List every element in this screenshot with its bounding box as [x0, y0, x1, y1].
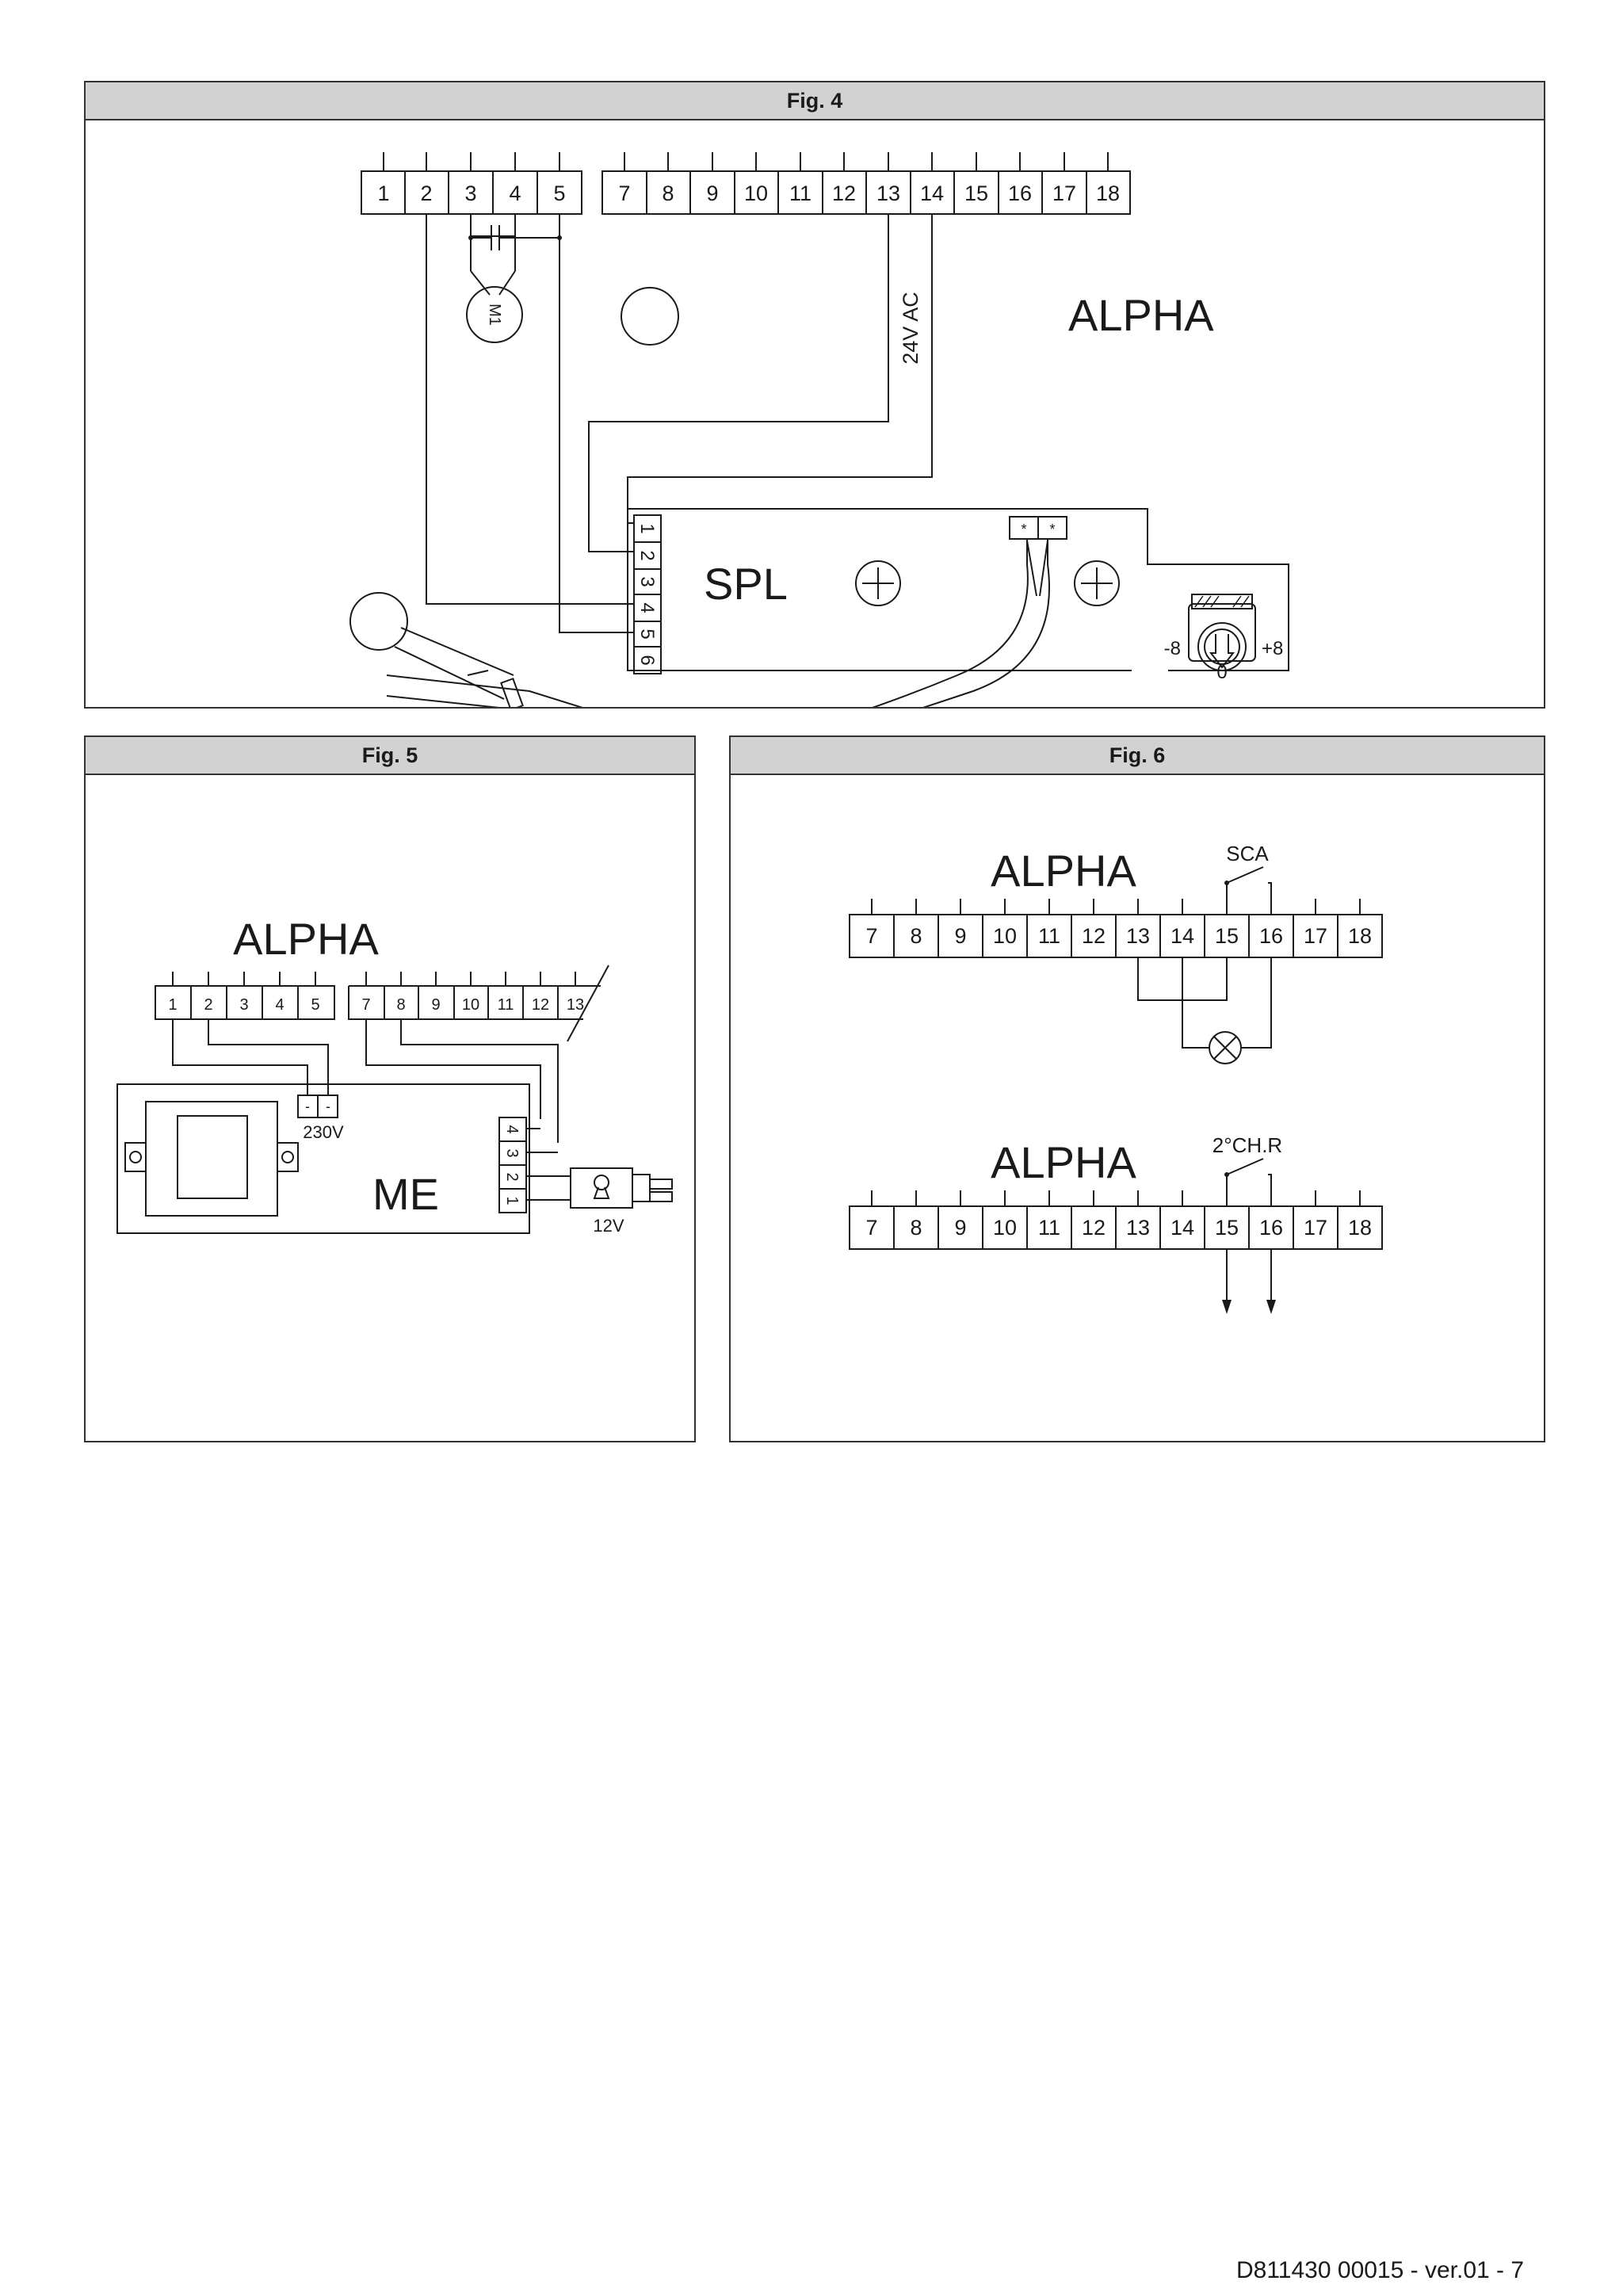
fig4-terminal-right: 16: [1008, 181, 1032, 205]
svg-text:-: -: [305, 1098, 310, 1114]
figure-5-title: Fig. 5: [86, 737, 694, 775]
fig5-me-terminal: 3: [503, 1148, 521, 1157]
fig5-terminal-left: 3: [239, 996, 248, 1014]
fig4-terminal-right: 10: [744, 181, 768, 205]
fig5-me-terminal: 2: [503, 1172, 521, 1181]
fig6-bottom-terminal: 10: [993, 1216, 1017, 1240]
fig4-spl-terminal: 3: [636, 576, 658, 586]
fig5-me-terminal: 1: [503, 1196, 521, 1205]
figure-6-title: Fig. 6: [731, 737, 1544, 775]
fig4-module-label: SPL: [704, 559, 788, 609]
figure-4-panel: Fig. 4: [84, 81, 1545, 709]
fig6-top-terminal: 13: [1126, 924, 1150, 948]
fig6-bottom-terminal: 14: [1170, 1216, 1194, 1240]
fig6-bottom-terminal: 9: [954, 1216, 966, 1240]
fig6-bottom-terminal: 11: [1038, 1216, 1060, 1240]
fig4-spl-terminal: 6: [636, 655, 658, 665]
fig4-terminal-left: 5: [553, 181, 565, 205]
fig4-terminal-right: 15: [964, 181, 988, 205]
fig6-top-terminal: 17: [1304, 924, 1327, 948]
figure-5-panel: Fig. 5: [84, 735, 696, 1442]
fig4-voltage-label: 24V AC: [899, 292, 922, 365]
fig6-top-terminal: 7: [865, 924, 877, 948]
fig5-terminal-right: 9: [431, 996, 440, 1014]
fig6-bottom-terminal: 8: [910, 1216, 922, 1240]
fig4-terminal-left: 1: [377, 181, 389, 205]
fig4-terminal-right: 14: [920, 181, 944, 205]
fig6-top-terminal: 12: [1082, 924, 1106, 948]
fig6-bottom-board-label: ALPHA: [991, 1137, 1136, 1187]
fig4-terminal-right: 12: [832, 181, 856, 205]
fig6-bottom-terminal: 15: [1215, 1216, 1239, 1240]
fig4-spl-terminal: 5: [636, 628, 658, 639]
fig5-terminal-right: 11: [498, 996, 514, 1014]
fig6-top-terminal: 18: [1348, 924, 1372, 948]
fig6-top-terminal: 14: [1170, 924, 1194, 948]
fig6-bottom-terminal: 17: [1304, 1216, 1327, 1240]
fig6-bottom-terminal: 18: [1348, 1216, 1372, 1240]
fig4-terminal-right: 18: [1096, 181, 1120, 205]
fig4-spl-terminal: 2: [636, 550, 658, 560]
fig4-pot-max-label: +8: [1262, 638, 1283, 659]
fig5-terminal-right: 10: [462, 996, 479, 1014]
fig6-bottom-terminal: 7: [865, 1216, 877, 1240]
fig5-module-label: ME: [372, 1169, 439, 1219]
fig6-top-contact-label: SCA: [1226, 842, 1269, 865]
fig5-terminal-right: 13: [567, 996, 584, 1014]
fig5-terminal-right: 8: [396, 996, 405, 1014]
fig4-terminal-right: 8: [662, 181, 674, 205]
figure-6-diagram: ALPHA SCA 7 8 9 10 11 12 13 14 15 16 17 …: [731, 842, 1544, 1314]
fig5-terminal-right: 7: [361, 996, 370, 1014]
fig5-terminal-left: 5: [311, 996, 319, 1014]
fig5-terminal-left: 4: [275, 996, 284, 1014]
fig4-terminal-left: 2: [420, 181, 432, 205]
fig4-terminal-right: 11: [789, 181, 812, 205]
fig6-bottom-terminal: 12: [1082, 1216, 1106, 1240]
fig5-lock-voltage-label: 12V: [593, 1216, 624, 1236]
fig4-terminal-right: 7: [618, 181, 630, 205]
svg-text:-: -: [326, 1098, 330, 1114]
fig6-top-terminal: 11: [1038, 924, 1060, 948]
fig5-supply-label: 230V: [303, 1122, 344, 1142]
fig4-motor-label: M1: [486, 304, 503, 326]
fig6-top-board-label: ALPHA: [991, 846, 1136, 896]
fig5-terminal-left: 1: [168, 996, 177, 1014]
fig6-bottom-contact-label: 2°CH.R: [1212, 1133, 1282, 1157]
svg-text:*: *: [1049, 521, 1055, 537]
fig6-bottom-terminal: 16: [1259, 1216, 1283, 1240]
fig4-spl-terminal: 4: [636, 602, 658, 613]
figure-6-panel: Fig. 6: [729, 735, 1545, 1442]
fig4-pot-min-label: -8: [1164, 638, 1181, 659]
fig6-top-terminal: 10: [993, 924, 1017, 948]
fig6-top-terminal: 9: [954, 924, 966, 948]
fig5-terminal-right: 12: [532, 996, 549, 1014]
figure-4-diagram: * * 1 2 3 4 5 7 8 9 10 11 12 13 14 15 16…: [86, 120, 1544, 707]
fig6-top-terminal: 8: [910, 924, 922, 948]
fig4-terminal-left: 4: [509, 181, 521, 205]
fig4-pot-zero-label: 0: [1216, 662, 1227, 683]
fig4-terminal-right: 13: [876, 181, 900, 205]
fig6-top-terminal: 16: [1259, 924, 1283, 948]
fig6-bottom-terminal: 13: [1126, 1216, 1150, 1240]
fig4-terminal-right: 9: [706, 181, 718, 205]
fig5-me-terminal: 4: [503, 1125, 521, 1133]
figure-5-diagram: 1 2 3 4 5 7 8 9 10 11 12 13 - - ALPHA 23…: [86, 914, 694, 1236]
fig6-top-terminal: 15: [1215, 924, 1239, 948]
fig4-terminal-left: 3: [464, 181, 476, 205]
figure-4-title: Fig. 4: [86, 82, 1544, 120]
fig4-board-label: ALPHA: [1068, 290, 1214, 340]
fig4-spl-terminal: 1: [636, 523, 658, 533]
fig5-terminal-left: 2: [204, 996, 212, 1014]
fig5-board-label: ALPHA: [233, 914, 379, 964]
document-footer: D811430 00015 - ver.01 - 7: [1236, 2257, 1525, 2283]
svg-text:*: *: [1021, 521, 1026, 537]
fig4-terminal-right: 17: [1052, 181, 1076, 205]
